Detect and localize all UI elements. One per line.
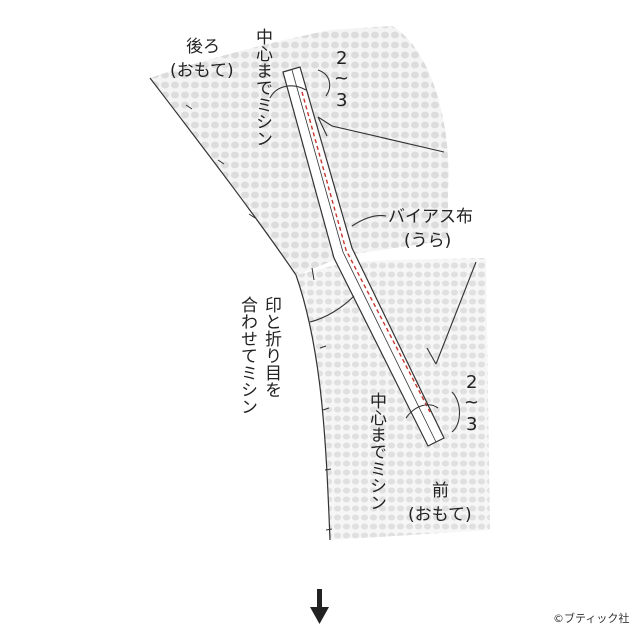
front-label: 前: [432, 481, 449, 501]
down-arrow-icon: [310, 589, 329, 624]
bias-strip: [282, 66, 445, 447]
back-piece: [149, 26, 449, 276]
stitch-line: [301, 91, 431, 413]
measure-top-sep: ~: [334, 68, 349, 89]
back-label-sub: (おもて): [170, 61, 234, 81]
match-label-col1: 印と折り目を: [261, 296, 282, 398]
match-label-col2: 合わせてミシン: [237, 296, 258, 415]
bias-label: バイアス布: [388, 207, 473, 227]
front-label-sub: (おもて): [408, 505, 472, 525]
measure-bot-b: 3: [466, 414, 477, 435]
measure-top-a: 2: [336, 48, 347, 69]
measure-top-b: 3: [336, 90, 347, 111]
bias-flaps: [317, 116, 477, 365]
back-label: 後ろ: [186, 37, 220, 57]
sew-center-label-bottom: 中心までミシン: [366, 392, 387, 511]
copyright-credit: ©ブティック社: [553, 611, 629, 625]
front-piece: [295, 258, 490, 541]
measure-bot-sep: ~: [464, 392, 479, 413]
measure-bot-a: 2: [466, 372, 477, 393]
bias-label-sub: (うら): [404, 231, 451, 251]
leader-lines: [269, 69, 461, 433]
sew-center-label-top: 中心までミシン: [252, 28, 273, 147]
